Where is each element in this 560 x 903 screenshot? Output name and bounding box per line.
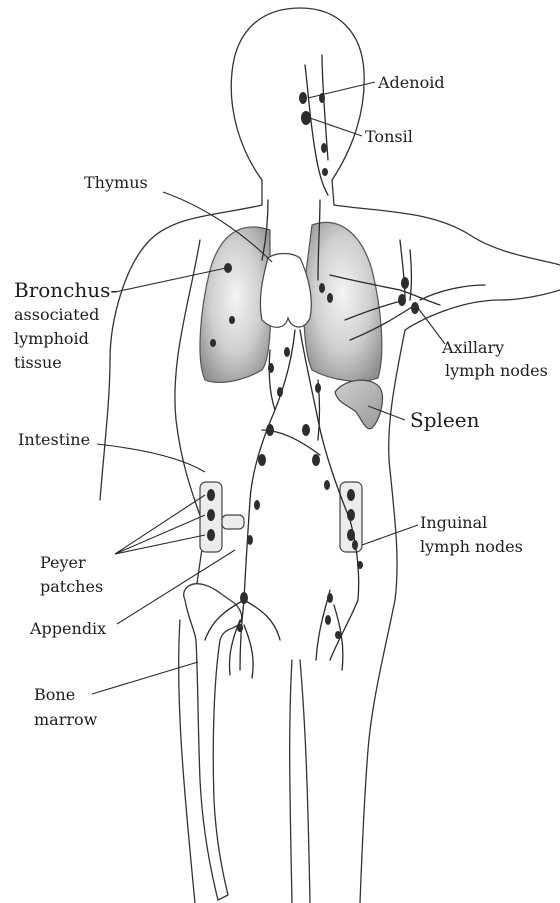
label-peyer-1: Peyer <box>40 553 86 572</box>
label-tonsil: Tonsil <box>365 127 413 146</box>
right-lung <box>304 222 382 381</box>
body-outline <box>100 8 560 903</box>
intestine-right <box>340 482 362 552</box>
label-axillary-2: lymph nodes <box>445 361 548 380</box>
tonsil-node <box>301 111 311 125</box>
labels: Adenoid Tonsil Thymus Bronchus- associat… <box>14 73 548 729</box>
label-inguinal-1: Inguinal <box>420 513 487 532</box>
label-intestine: Intestine <box>18 430 90 449</box>
thymus <box>260 254 311 328</box>
label-bronchus-2: associated <box>14 305 99 324</box>
adenoid-node <box>299 92 307 104</box>
label-inguinal-2: lymph nodes <box>420 537 523 556</box>
peyer-leader-1 <box>115 495 205 554</box>
peyer-leader-2 <box>115 515 205 554</box>
label-axillary-1: Axillary <box>441 338 504 357</box>
axillary-leader <box>418 308 445 344</box>
femur-bone <box>184 584 242 900</box>
label-peyer-2: patches <box>40 577 103 596</box>
label-bone-1: Bone <box>34 685 75 704</box>
adenoid-leader <box>308 82 375 98</box>
tonsil-leader <box>310 118 362 136</box>
inguinal-leader <box>362 525 418 545</box>
intestine-leader <box>97 444 205 472</box>
label-spleen: Spleen <box>410 408 480 432</box>
label-thymus: Thymus <box>84 173 148 192</box>
bone-marrow-leader <box>92 662 198 694</box>
head-lymphatics <box>299 55 328 195</box>
label-bronchus-3: lymphoid <box>14 329 89 348</box>
intestine-left <box>200 482 244 552</box>
label-appendix: Appendix <box>29 619 106 638</box>
spleen <box>335 380 382 429</box>
label-bronchus-4: tissue <box>14 353 62 372</box>
label-bone-2: marrow <box>34 710 98 729</box>
label-adenoid: Adenoid <box>377 73 445 92</box>
label-bronchus-1: Bronchus- <box>14 278 117 302</box>
